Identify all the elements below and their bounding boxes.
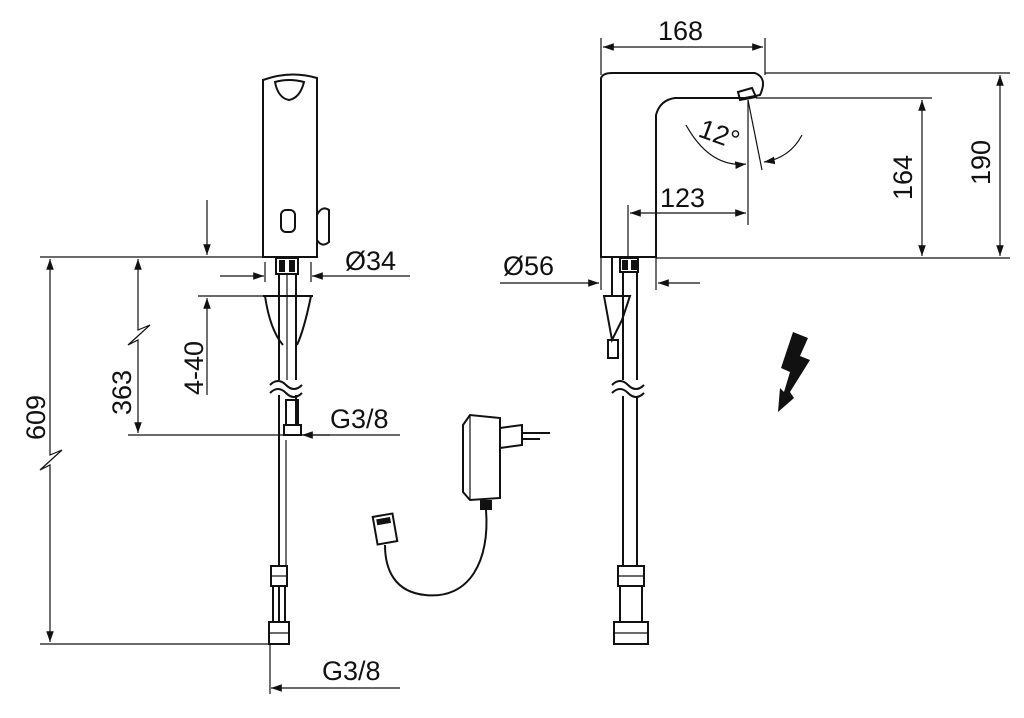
dim-d34-label: Ø34 <box>345 246 396 276</box>
front-view-dimensions: 609 363 4-40 Ø34 G3/8 G3/8 <box>21 200 410 694</box>
side-view-faucet <box>600 72 765 645</box>
dim-d56-label: Ø56 <box>503 251 554 281</box>
dim-190-label: 190 <box>966 140 996 185</box>
dim-g38-lower-label: G3/8 <box>322 656 381 686</box>
dim-123-label: 123 <box>660 183 705 213</box>
dim-4-40-label: 4-40 <box>179 341 209 395</box>
lightning-icon <box>778 332 810 412</box>
front-view-faucet <box>262 73 330 645</box>
dim-12deg-label: 12° <box>695 113 744 155</box>
dim-168-label: 168 <box>658 16 703 46</box>
dim-164-label: 164 <box>888 155 918 200</box>
dim-363-label: 363 <box>107 370 137 415</box>
dim-609-label: 609 <box>21 395 51 440</box>
side-view-dimensions: 168 190 164 123 12° Ø56 <box>500 16 1010 290</box>
power-adapter <box>371 413 550 597</box>
dim-g38-upper-label: G3/8 <box>330 404 389 434</box>
